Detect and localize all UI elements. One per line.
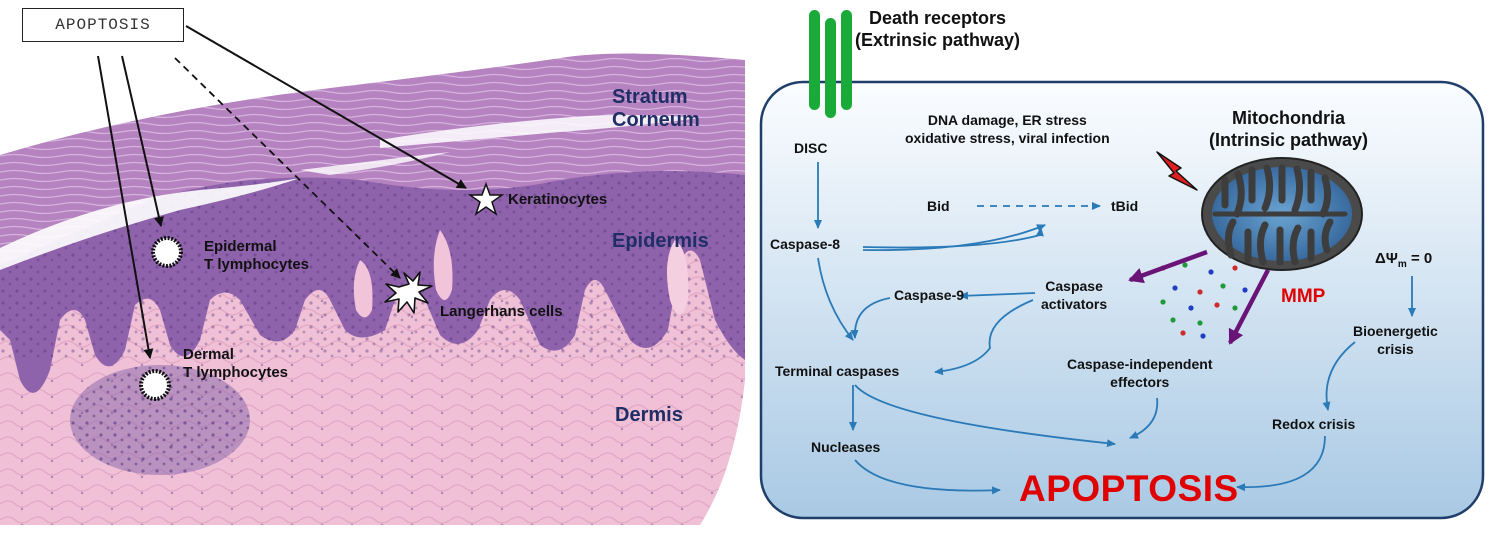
arrow-casp8-terminal (817, 257, 854, 341)
histology-illustration (0, 0, 745, 525)
dermis-label: Dermis (615, 404, 683, 426)
purple-arrow-activators (1128, 249, 1208, 284)
arrow-effectors-apoptosis (1129, 397, 1159, 439)
arrow-activators-casp9 (959, 291, 1036, 300)
epidermis-label: Epidermis (612, 230, 709, 252)
apoptosis-box: APOPTOSIS (22, 8, 184, 42)
bid-label: Bid (927, 198, 950, 214)
arrow-nucleases-apoptosis (854, 459, 1001, 495)
death-receptors-label: Death receptors (Extrinsic pathway) (855, 8, 1021, 50)
arrow-redox-apoptosis (1236, 435, 1326, 492)
arrow-casp8-tbid (862, 227, 1044, 249)
stratum-corneum-label: Stratum Corneum (612, 86, 700, 131)
dermal-t-label: Dermal T lymphocytes (183, 346, 289, 381)
arrow-bioenergetic-redox (1322, 341, 1356, 411)
keratinocytes-label: Keratinocytes (508, 191, 608, 208)
lightning-icon (1156, 151, 1198, 191)
released-factors-dots (1160, 262, 1248, 339)
pathway-graphics (759, 10, 1485, 520)
caspase9-label: Caspase-9 (894, 287, 965, 303)
arrow-activators-terminal (934, 299, 1034, 376)
purple-arrow-effectors (1228, 268, 1270, 345)
mitochondrion-icon (1201, 157, 1363, 271)
nucleases-label: Nucleases (811, 439, 881, 455)
bioenergetic-label: Bioenergetic crisis (1353, 323, 1438, 357)
epidermal-t-cell-icon (151, 236, 183, 268)
arrow-to-langerhans (174, 57, 401, 279)
terminal-caspases-label: Terminal caspases (775, 363, 900, 379)
delta-psi-label: ΔΨm = 0 (1375, 250, 1433, 270)
keratinocyte-star-icon (467, 181, 505, 216)
tbid-label: tBid (1111, 198, 1139, 214)
mitochondria-label: Mitochondria (Intrinsic pathway) (1209, 108, 1369, 150)
apoptosis-title: APOPTOSIS (1019, 468, 1239, 509)
arrow-to-dermal-t (97, 55, 154, 359)
stress-label: DNA damage, ER stress oxidative stress, … (905, 112, 1110, 146)
redox-label: Redox crisis (1272, 416, 1356, 432)
arrow-to-keratinocytes (185, 25, 467, 189)
arrow-casp9-terminal (850, 297, 891, 339)
epidermal-t-label: Epidermal T lymphocytes (204, 238, 310, 273)
arrow-to-epidermal-t (121, 55, 164, 227)
dermal-t-cell-icon (139, 369, 171, 401)
caspase8-label: Caspase-8 (770, 236, 841, 252)
caspase-activators-label: Caspase activators (1041, 278, 1108, 312)
disc-label: DISC (794, 140, 828, 156)
mmp-label: MMP (1281, 286, 1326, 307)
caspase-independent-label: Caspase-independent effectors (1067, 356, 1213, 390)
arrow-terminal-apoptosis (854, 384, 1116, 448)
langerhans-cell-icon (384, 271, 433, 314)
histology-panel: APOPTOSIS Stratum Corneum Epidermis Derm… (0, 0, 745, 525)
death-receptor-icon (809, 10, 852, 118)
pathway-diagram: Death receptors (Extrinsic pathway) Mito… (745, 0, 1492, 538)
langerhans-label: Langerhans cells (440, 303, 563, 320)
